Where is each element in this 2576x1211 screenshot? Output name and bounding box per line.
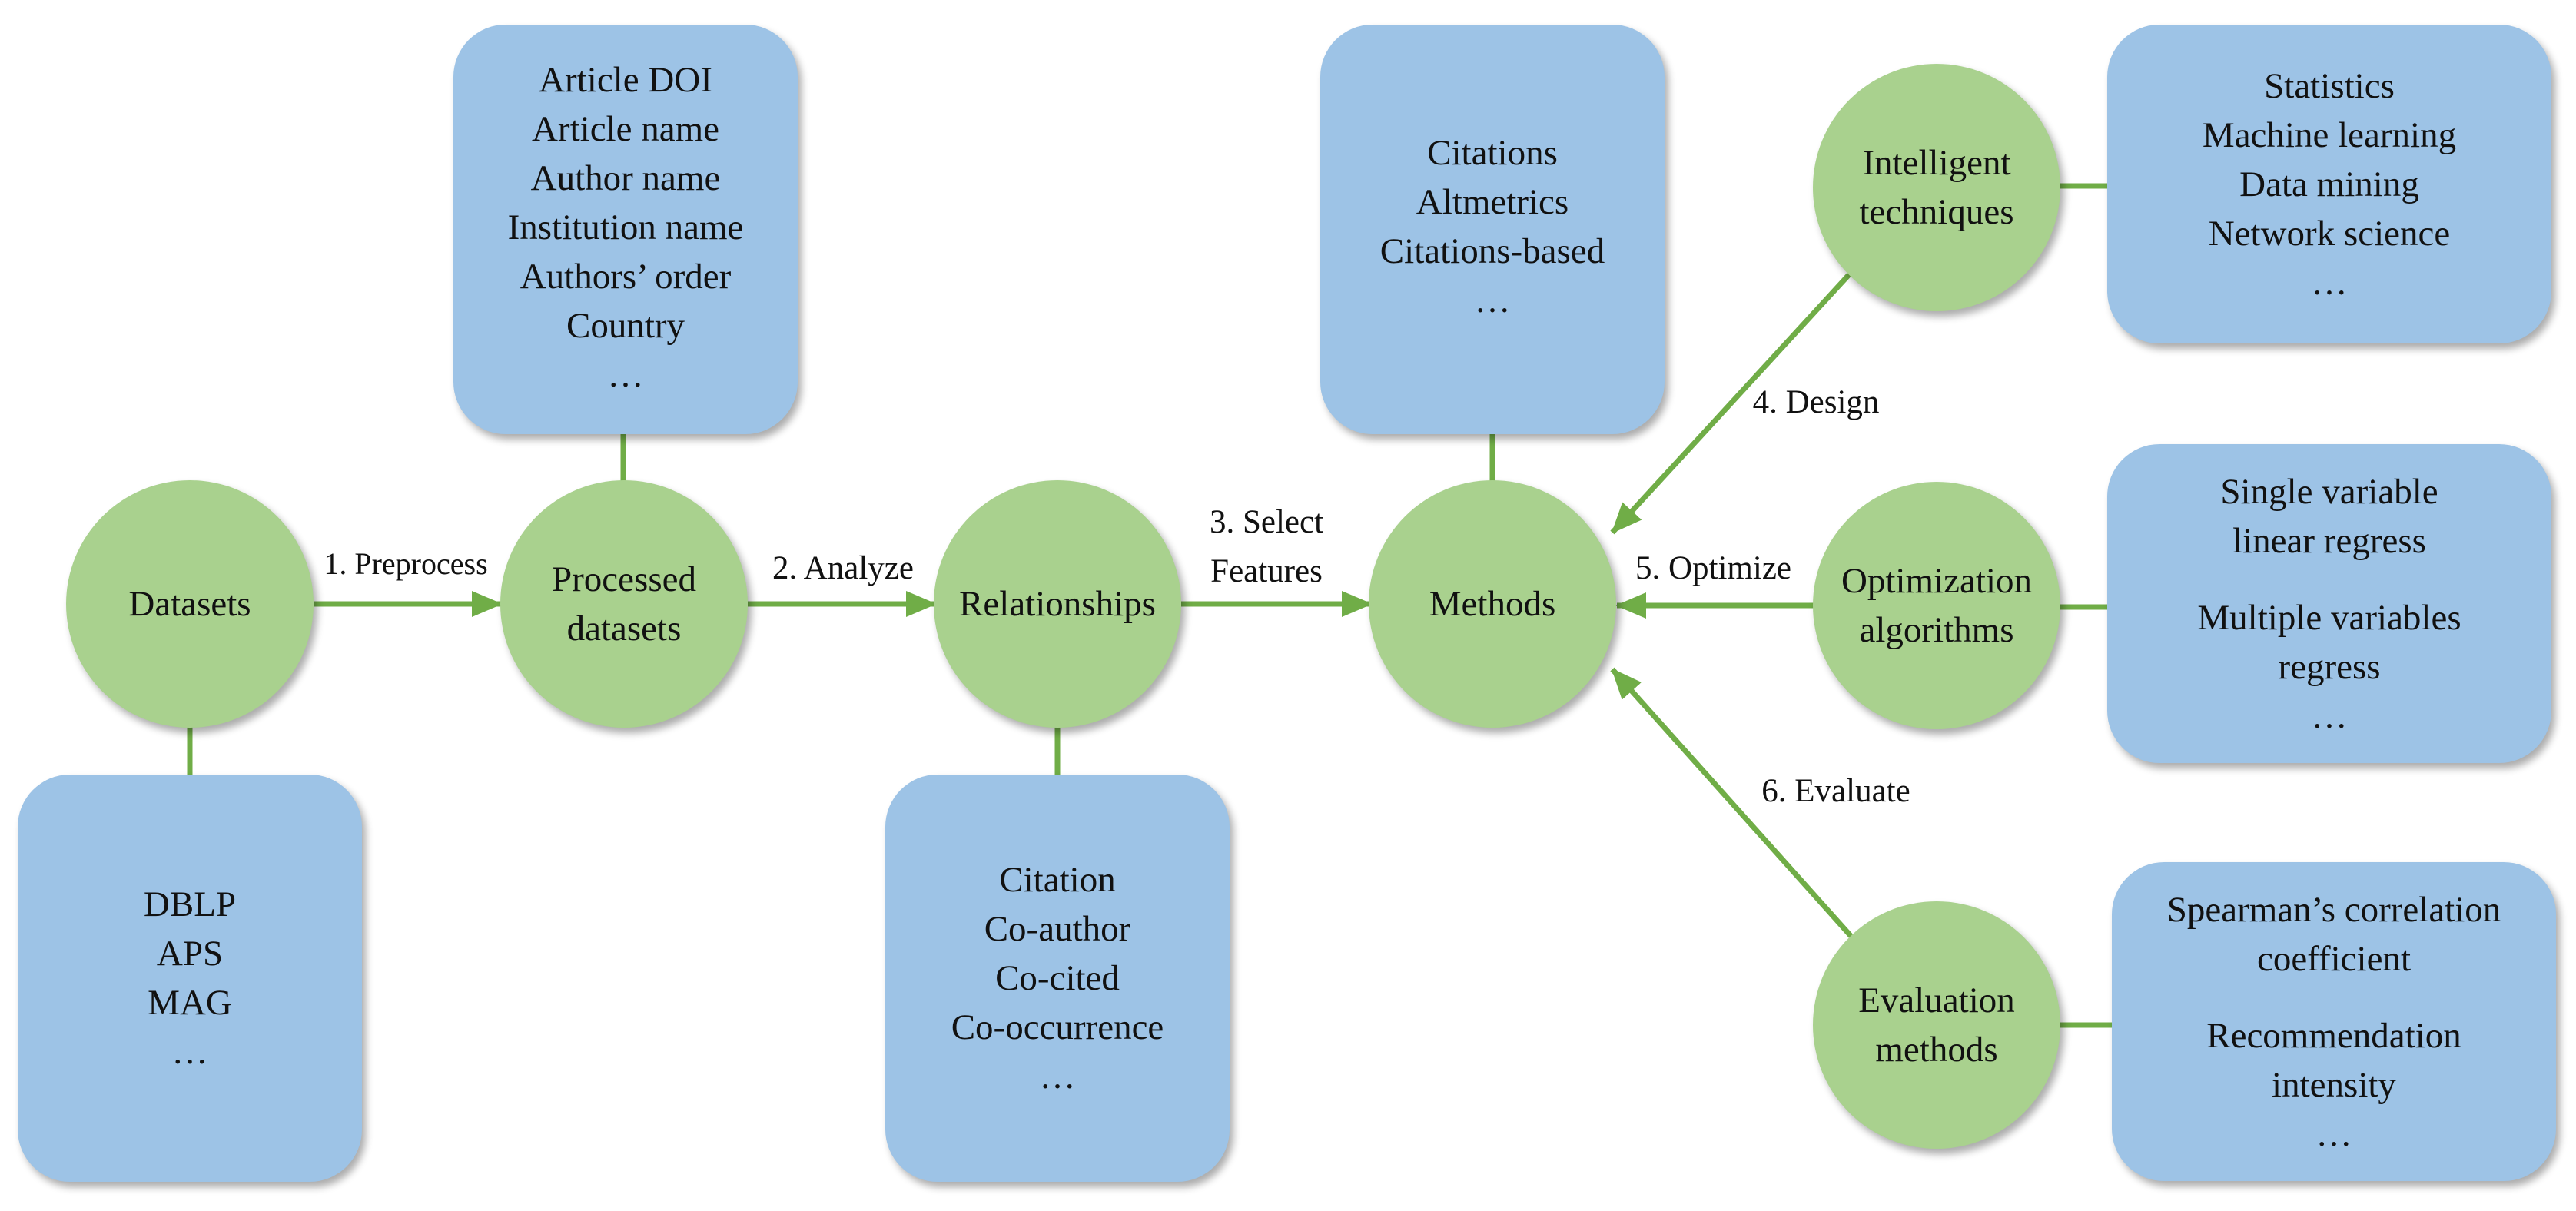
intelligent-techniques-node: Intelligent techniques [1813,64,2060,311]
dataset-source-mag: MAG [148,983,232,1023]
evaluation-recommendation-line1: Recommendation [2206,1015,2461,1056]
step-analyze-text: 2. Analyze [772,550,914,586]
evaluation-methods-node: Evaluation methods [1813,901,2060,1149]
optimization-algorithms-label-line1: Optimization [1841,561,2032,601]
relationship-co-author: Co-author [984,909,1131,949]
optimization-algorithms-label-line2: algorithms [1859,610,2014,650]
method-types-box: Citations Altmetrics Citations-based … [1320,25,1665,434]
methods-node: Methods [1369,480,1616,728]
metadata-authors-order: Authors’ order [520,257,732,297]
method-citations-based: Citations-based [1379,231,1605,271]
dataset-source-aps: APS [156,934,224,974]
relationships-node: Relationships [934,480,1181,728]
technique-types-box: Statistics Machine learning Data mining … [2107,25,2551,343]
methods-node-label: Methods [1429,584,1556,624]
dataset-source-more: … [171,1032,208,1072]
relationship-co-cited: Co-cited [995,958,1120,998]
intelligent-techniques-label-line1: Intelligent [1862,143,2011,183]
datasets-node-label: Datasets [128,584,251,624]
metadata-article-name: Article name [531,109,720,149]
step-design-label: 4. Design [1728,378,1904,427]
arrow-evaluate [1610,667,1855,941]
evaluation-more: … [2315,1113,2352,1154]
processed-datasets-label-line1: Processed [552,559,696,599]
relationship-more: … [1039,1057,1076,1097]
regression-multiple-line1: Multiple variables [2197,597,2461,638]
technique-more: … [2311,262,2348,303]
method-citations: Citations [1427,133,1558,173]
step-optimize-label: 5. Optimize [1612,544,1815,593]
relationship-types-box: Citation Co-author Co-cited Co-occurrenc… [885,775,1230,1182]
step-evaluate-label: 6. Evaluate [1735,767,1937,816]
evaluation-methods-label-line1: Evaluation [1858,980,2015,1020]
step-select-features-line2: Features [1210,553,1323,589]
step-select-features-label: 3. Select Features [1178,498,1355,596]
method-altmetrics: Altmetrics [1416,182,1569,222]
technique-statistics: Statistics [2264,65,2395,106]
step-design-text: 4. Design [1752,384,1880,420]
relationships-node-label: Relationships [959,584,1156,624]
evaluation-methods-label-line2: methods [1875,1030,1998,1070]
processed-datasets-label-line2: datasets [566,609,682,649]
dataset-sources-box: DBLP APS MAG … [18,775,362,1182]
regression-more: … [2311,695,2348,736]
intelligent-techniques-label-line2: techniques [1859,192,2014,232]
processed-datasets-node: Processed datasets [500,480,748,728]
technique-data-mining: Data mining [2239,164,2419,204]
arrow-design [1610,268,1855,535]
relationship-co-occurrence: Co-occurrence [951,1007,1164,1047]
regression-single-line2: linear regress [2232,520,2426,561]
metadata-author-name: Author name [530,158,721,198]
optimization-algorithms-node: Optimization algorithms [1813,482,2060,729]
regression-single-line1: Single variable [2220,471,2438,512]
dataset-source-dblp: DBLP [143,884,237,924]
regression-multiple-line2: regress [2278,646,2381,687]
datasets-node: Datasets [66,480,314,728]
metadata-article-doi: Article DOI [539,60,712,100]
evaluation-spearman-line1: Spearman’s correlation [2166,889,2501,930]
step-analyze-label: 2. Analyze [747,544,939,593]
regression-types-box: Single variable linear regress Multiple … [2107,444,2551,763]
step-preprocess-text: 1. Preprocess [324,546,488,581]
technique-machine-learning: Machine learning [2202,114,2457,155]
step-select-features-line1: 3. Select [1209,504,1324,540]
step-preprocess-label: 1. Preprocess [306,539,506,589]
metadata-country: Country [566,306,685,346]
relationship-citation: Citation [999,860,1116,900]
technique-network-science: Network science [2208,213,2451,254]
metadata-institution-name: Institution name [507,207,744,247]
step-optimize-text: 5. Optimize [1635,550,1791,586]
step-evaluate-text: 6. Evaluate [1761,773,1910,809]
metadata-more: … [607,355,644,395]
evaluation-spearman-line2: coefficient [2256,938,2412,979]
evaluation-recommendation-line2: intensity [2272,1064,2396,1105]
article-metadata-box: Article DOI Article name Author name Ins… [453,25,798,434]
evaluation-types-box: Spearman’s correlation coefficient Recom… [2112,862,2556,1181]
method-more: … [1474,280,1511,320]
